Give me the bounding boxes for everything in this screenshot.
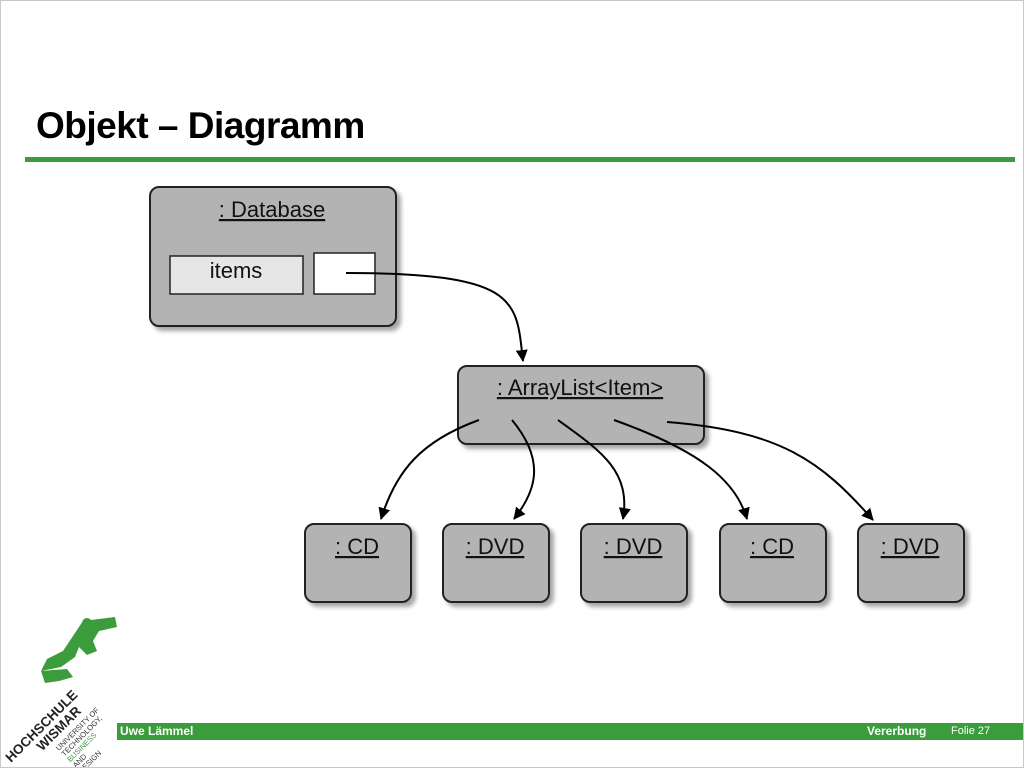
title-underline	[25, 157, 1015, 162]
items-field-label: items	[210, 258, 263, 283]
child-label: : DVD	[466, 534, 525, 559]
arrow-to-child-2	[511, 419, 536, 520]
child-object-5: : DVD	[857, 523, 965, 603]
database-object: : Database items	[149, 186, 397, 327]
footer-author: Uwe Lämmel	[120, 724, 194, 738]
items-field-name-box	[169, 255, 304, 295]
arraylist-label: : ArrayList<Item>	[497, 375, 663, 400]
logo-figure-icon	[41, 617, 117, 683]
child-object-1: : CD	[304, 523, 412, 603]
child-label: : DVD	[604, 534, 663, 559]
university-logo: HOCHSCHULE WISMAR UNIVERSITY OF TECHNOLO…	[3, 617, 117, 767]
footer-topic: Vererbung	[867, 724, 927, 738]
arrow-to-child-1	[378, 419, 480, 520]
arrow-to-child-3	[557, 419, 631, 520]
child-label: : CD	[335, 534, 379, 559]
slide-title: Objekt – Diagramm	[36, 105, 365, 146]
child-object-2: : DVD	[442, 523, 550, 603]
child-label: : CD	[750, 534, 794, 559]
child-object-3: : DVD	[580, 523, 688, 603]
footer-bar	[117, 723, 1023, 740]
arrow-to-child-4	[613, 419, 750, 520]
child-label: : DVD	[881, 534, 940, 559]
footer-page-number: Folie 27	[951, 725, 991, 737]
child-object-4: : CD	[719, 523, 827, 603]
database-label: : Database	[219, 197, 325, 222]
arraylist-object: : ArrayList<Item>	[457, 365, 705, 445]
items-reference-arrow	[345, 272, 528, 362]
arrow-to-child-5	[666, 421, 874, 521]
object-diagram: : Database items : ArrayList<Item> : CD …	[149, 186, 965, 603]
